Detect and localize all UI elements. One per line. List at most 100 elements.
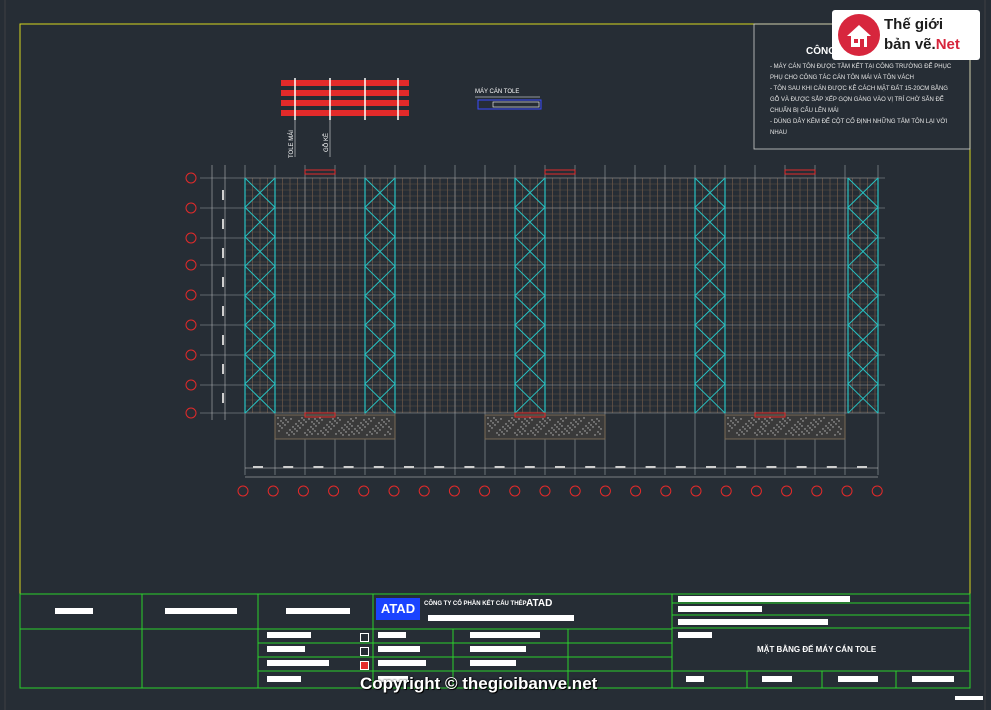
sheet-stack-dot bbox=[784, 420, 786, 422]
sheet-stack-dot bbox=[494, 424, 496, 426]
sheet-stack-dot bbox=[834, 434, 836, 436]
sheet-stack-dot bbox=[830, 424, 832, 426]
sheet-stack-dot bbox=[365, 421, 367, 423]
sheet-stack-dot bbox=[727, 423, 729, 425]
sheet-stack-dot bbox=[540, 428, 542, 430]
sheet-stack-dot bbox=[521, 433, 523, 435]
sheet-stack-dot bbox=[299, 427, 301, 429]
grid-axis-bubble-icon bbox=[185, 289, 197, 301]
sheet-stack-dot bbox=[337, 417, 339, 419]
cross-bracing bbox=[364, 383, 396, 414]
sheet-stack-dot bbox=[553, 429, 555, 431]
sheet-stack-dot bbox=[794, 424, 796, 426]
sheet-stack-dot bbox=[282, 422, 284, 424]
sheet-stack-dot bbox=[838, 426, 840, 428]
site-logo[interactable]: Thế giới bản vẽ.Net bbox=[832, 10, 980, 60]
sheet-stack-dot bbox=[573, 419, 575, 421]
sheet-stack-dot bbox=[593, 421, 595, 423]
sheet-stack-dot bbox=[364, 426, 366, 428]
sheet-stack-dot bbox=[825, 425, 827, 427]
roof-sheet-marker bbox=[514, 412, 546, 418]
sheet-stack-dot bbox=[390, 428, 392, 430]
grid-axis-bubble-icon bbox=[781, 485, 793, 497]
dimension-text-mark bbox=[222, 248, 224, 258]
sheet-stack-dot bbox=[384, 434, 386, 436]
sheet-stack-dot bbox=[596, 418, 598, 420]
sheet-stack-dot bbox=[600, 428, 602, 430]
sheet-stack-dot bbox=[513, 419, 515, 421]
sheet-stack-dot bbox=[798, 428, 800, 430]
sheet-stack-dot bbox=[376, 432, 378, 434]
sheet-stack-dot bbox=[805, 417, 807, 419]
sheet-stack-dot bbox=[304, 432, 306, 434]
sheet-stack-dot bbox=[557, 421, 559, 423]
sheet-stack-dot bbox=[733, 417, 735, 419]
sheet-stack-dot bbox=[495, 419, 497, 421]
sheet-stack-dot bbox=[368, 418, 370, 420]
sheet-stack-dot bbox=[330, 428, 332, 430]
sheet-stack-dot bbox=[326, 424, 328, 426]
dimension-text-mark bbox=[464, 466, 475, 468]
sheet-stack-dot bbox=[383, 421, 385, 423]
sheet-stack-dot bbox=[554, 424, 556, 426]
sheet-stack-dot bbox=[806, 430, 808, 432]
checkbox-icon bbox=[360, 661, 369, 670]
sheet-stack-dot bbox=[534, 434, 536, 436]
sheet-stack-dot bbox=[817, 423, 819, 425]
sheet-stack-dot bbox=[569, 427, 571, 429]
sheet-stack-dot bbox=[509, 427, 511, 429]
sheet-stack-dot bbox=[769, 417, 771, 419]
sheet-stack-dot bbox=[574, 426, 576, 428]
sheet-stack-dot bbox=[300, 422, 302, 424]
sheet-stack-dot bbox=[488, 430, 490, 432]
sheet-stack-area bbox=[724, 414, 846, 440]
sheet-stack-dot bbox=[349, 423, 351, 425]
sheet-stack-dot bbox=[736, 432, 738, 434]
sheet-stack-dot bbox=[598, 420, 600, 422]
grid-axis-bubble-icon bbox=[630, 485, 642, 497]
sheet-stack-dot bbox=[503, 433, 505, 435]
sheet-stack-dot bbox=[362, 424, 364, 426]
sheet-stack-dot bbox=[588, 422, 590, 424]
sheet-stack-dot bbox=[779, 421, 781, 423]
sheet-stack-dot bbox=[357, 425, 359, 427]
sheet-stack-dot bbox=[744, 428, 746, 430]
roof-sheet-label: TOLE MÁI bbox=[289, 130, 295, 158]
sheet-stack-dot bbox=[808, 432, 810, 434]
sheet-stack-dot bbox=[389, 433, 391, 435]
sheet-stack-dot bbox=[581, 433, 583, 435]
roof-sheet-marker bbox=[544, 169, 576, 175]
sheet-stack-dot bbox=[823, 417, 825, 419]
sheet-stack-dot bbox=[575, 421, 577, 423]
dimension-text-mark bbox=[555, 466, 565, 468]
sheet-stack-dot bbox=[295, 423, 297, 425]
sheet-stack-dot bbox=[550, 432, 552, 434]
sheet-stack-dot bbox=[812, 424, 814, 426]
cross-bracing bbox=[364, 236, 396, 267]
sheet-title: MẶT BẰNG ĐẾ MÁY CÁN TOLE bbox=[757, 645, 877, 654]
cross-bracing bbox=[514, 265, 546, 296]
sheet-stack-dot bbox=[768, 422, 770, 424]
sheet-stack-dot bbox=[836, 418, 838, 420]
sheet-stack-dot bbox=[750, 422, 752, 424]
dimension-text-mark bbox=[222, 219, 224, 229]
dimension-text-mark bbox=[585, 466, 596, 468]
cross-bracing bbox=[364, 265, 396, 296]
sheet-stack-dot bbox=[341, 427, 343, 429]
sheet-stack-dot bbox=[833, 421, 835, 423]
grid-axis-bubble-icon bbox=[660, 485, 672, 497]
sheet-stack-dot bbox=[764, 430, 766, 432]
logo-text-line2: bản vẽ.Net bbox=[884, 36, 960, 53]
sheet-stack-dot bbox=[492, 422, 494, 424]
sheet-stack-dot bbox=[501, 431, 503, 433]
sheet-stack-dot bbox=[774, 434, 776, 436]
grid-axis-bubble-icon bbox=[479, 485, 491, 497]
cross-bracing bbox=[514, 383, 546, 414]
sheet-stack-dot bbox=[765, 425, 767, 427]
sheet-stack-dot bbox=[828, 422, 830, 424]
sheet-stack-dot bbox=[837, 431, 839, 433]
sheet-stack-dot bbox=[799, 423, 801, 425]
sheet-stack-dot bbox=[578, 418, 580, 420]
sheet-stack-dot bbox=[283, 417, 285, 419]
dimension-text-mark bbox=[857, 466, 867, 468]
